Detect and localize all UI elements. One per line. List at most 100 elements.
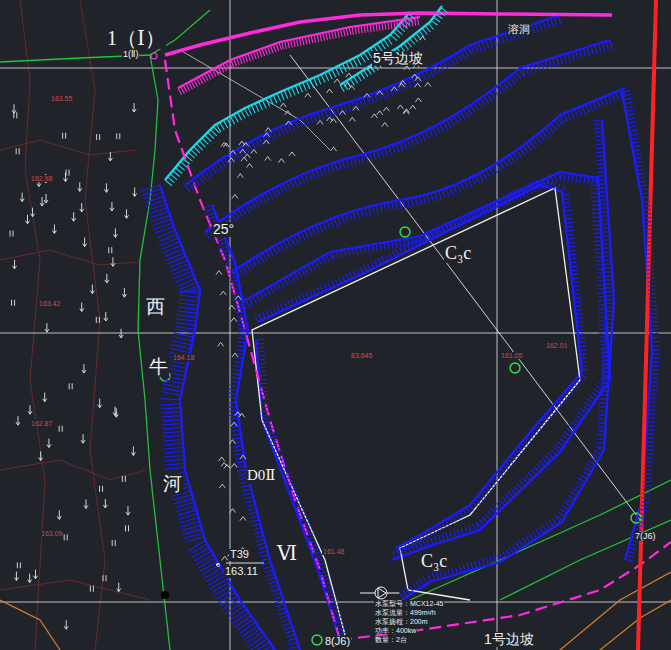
- hachure: [410, 242, 413, 248]
- hachure: [592, 212, 600, 214]
- hachure: [336, 625, 344, 627]
- hachure: [244, 629, 260, 640]
- hachure: [526, 143, 531, 150]
- hachure: [419, 31, 424, 37]
- hachure: [588, 177, 589, 185]
- hachure: [305, 173, 308, 181]
- hachure: [414, 136, 418, 144]
- elevation-label: 161.05: [500, 352, 523, 359]
- hachure: [294, 178, 298, 186]
- hachure: [586, 464, 593, 468]
- hachure: [493, 477, 498, 481]
- hachure: [567, 234, 574, 236]
- hachure: [439, 191, 442, 200]
- hachure: [556, 516, 560, 523]
- hachure: [423, 540, 426, 548]
- hachure: [484, 96, 489, 103]
- hachure: [486, 40, 489, 49]
- hachure: [287, 239, 291, 247]
- hachure: [255, 139, 259, 147]
- hachure: [253, 528, 262, 530]
- rock-mark: [264, 133, 270, 137]
- hachure: [551, 450, 557, 456]
- hachure: [463, 509, 467, 515]
- hachure: [174, 333, 194, 337]
- ground-symbols: [10, 36, 431, 629]
- hachure: [572, 174, 573, 182]
- hachure: [596, 442, 604, 444]
- hachure: [407, 139, 411, 147]
- hachure: [217, 162, 222, 169]
- hachure: [645, 461, 653, 463]
- hachure: [526, 536, 530, 543]
- road-lines: [0, 572, 671, 650]
- slope-arrow: [125, 209, 129, 218]
- angle-label: 25°: [212, 222, 235, 237]
- hachure: [337, 30, 339, 38]
- hachure: [569, 425, 576, 430]
- hachure: [552, 407, 557, 412]
- hachure: [647, 269, 655, 271]
- hachure: [642, 497, 650, 499]
- hachure: [163, 245, 181, 253]
- hachure: [268, 46, 271, 54]
- hachure: [358, 26, 359, 34]
- hachure: [229, 410, 238, 411]
- hachure: [549, 410, 554, 415]
- hachure: [647, 273, 655, 275]
- hachure: [580, 475, 587, 479]
- pump-symbol: [360, 587, 400, 599]
- hachure: [601, 223, 609, 225]
- hachure: [227, 268, 236, 270]
- hachure: [506, 157, 511, 165]
- hachure: [590, 180, 598, 182]
- hachure: [544, 416, 549, 421]
- hachure: [256, 343, 264, 345]
- hachure: [597, 434, 605, 436]
- slope-arrow: [114, 408, 118, 417]
- hachure: [604, 263, 612, 265]
- hachure: [339, 66, 343, 74]
- hachure: [242, 56, 245, 64]
- hachure: [162, 424, 182, 425]
- hachure: [198, 558, 215, 568]
- hachure: [592, 204, 600, 206]
- hachure: [180, 291, 200, 293]
- hachure: [651, 365, 659, 367]
- bench-line: [185, 15, 560, 185]
- hachure: [522, 478, 528, 484]
- hachure: [239, 622, 255, 633]
- hachure: [478, 208, 481, 214]
- rock-mark: [420, 36, 426, 40]
- hachure: [235, 308, 244, 310]
- hachure: [408, 542, 411, 548]
- hachure: [514, 190, 517, 196]
- hachure: [648, 285, 656, 287]
- hachure: [564, 502, 571, 506]
- hachure: [599, 336, 607, 338]
- hachure: [473, 524, 475, 532]
- hachure: [633, 150, 641, 151]
- hachure: [223, 120, 227, 128]
- hachure: [161, 420, 181, 421]
- hachure: [628, 122, 636, 123]
- hachure: [649, 305, 657, 307]
- hachure: [410, 38, 415, 44]
- hachure: [228, 606, 244, 617]
- hachure: [305, 37, 307, 45]
- hachure: [598, 320, 606, 322]
- hachure: [454, 55, 459, 63]
- hachure: [284, 90, 288, 98]
- hachure: [411, 540, 414, 546]
- hachure: [528, 472, 534, 478]
- hachure: [493, 166, 498, 174]
- hachure: [490, 557, 492, 565]
- rock-mark: [251, 149, 257, 153]
- hachure: [598, 312, 606, 314]
- hachure: [282, 42, 284, 50]
- hachure: [317, 287, 320, 293]
- hachure: [314, 78, 318, 86]
- hachure: [432, 231, 435, 237]
- hachure: [454, 530, 456, 538]
- hachure: [314, 35, 316, 43]
